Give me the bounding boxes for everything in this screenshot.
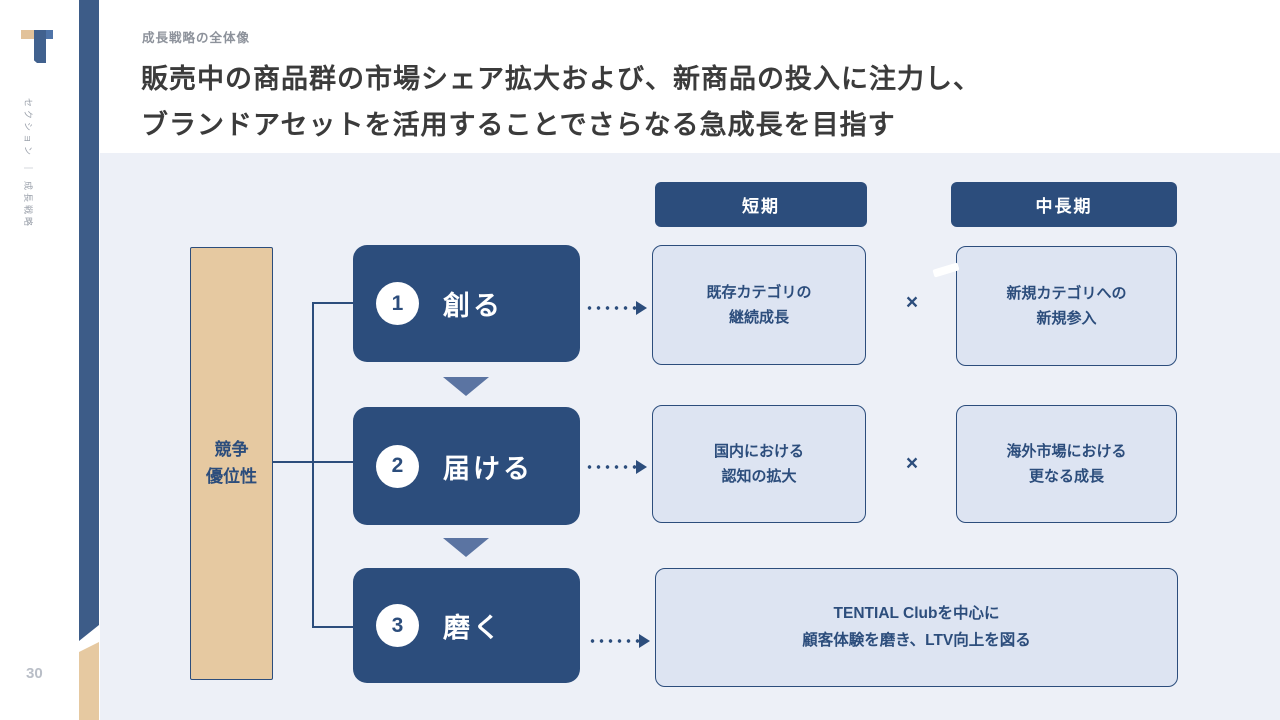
step-label: 届ける [443, 453, 533, 484]
slide-eyebrow: 成長戦略の全体像 [142, 31, 251, 45]
step-number-badge: 1 [376, 282, 419, 325]
step-box-create: 1 創る [353, 245, 580, 362]
connector-line [312, 626, 356, 628]
slide-title-line2: ブランドアセットを活用することでさらなる急成長を目指す [141, 110, 896, 140]
outcome-box-domestic-awareness: 国内における 認知の拡大 [652, 405, 866, 523]
connector-line [312, 302, 354, 304]
multiply-symbol: × [905, 291, 919, 314]
column-header-short-term: 短期 [655, 182, 867, 227]
outcome-box-new-category: 新規カテゴリへの 新規参入 [956, 246, 1177, 366]
outcome-text: 更なる成長 [1028, 468, 1104, 485]
outcome-box-tential-club: TENTIAL Clubを中心に 顧客体験を磨き、LTV向上を図る [655, 568, 1178, 687]
connector-line [312, 461, 354, 463]
dotted-arrow-right-icon [585, 300, 647, 316]
slide-title-line1: 販売中の商品群の市場シェア拡大および、新商品の投入に注力し、 [141, 64, 981, 94]
outcome-box-existing-category: 既存カテゴリの 継続成長 [652, 245, 866, 365]
step-label: 創る [443, 291, 503, 321]
outcome-text: 継続成長 [728, 309, 789, 326]
advantage-label-line2: 優位性 [206, 466, 257, 486]
section-side-label: セクション ｜ 成長戦略 [23, 98, 33, 230]
page-number: 30 [26, 665, 43, 682]
advantage-label-line1: 競争 [214, 440, 249, 460]
outcome-text: 認知の拡大 [721, 468, 797, 485]
brand-logo-icon [34, 30, 46, 63]
outcome-text: 既存カテゴリの [706, 283, 812, 301]
competitive-advantage-box: 競争 優位性 [190, 247, 273, 680]
column-header-mid-long-term: 中長期 [951, 182, 1177, 227]
left-accent-bar-tan [79, 642, 99, 720]
step-box-deliver: 2 届ける [353, 407, 580, 525]
outcome-text: 新規参入 [1036, 310, 1097, 327]
left-accent-bar-navy [79, 0, 99, 641]
dotted-arrow-right-icon [585, 459, 647, 475]
dotted-arrow-right-icon [588, 633, 650, 649]
slide-title: 販売中の商品群の市場シェア拡大および、新商品の投入に注力し、 ブランドアセットを… [141, 56, 981, 148]
outcome-text: 新規カテゴリへの [1006, 284, 1127, 302]
multiply-symbol: × [905, 452, 919, 475]
step-label: 磨く [443, 613, 503, 643]
step-number-badge: 2 [376, 444, 419, 488]
step-box-polish: 3 磨く [353, 568, 580, 683]
outcome-text: 国内における [713, 442, 804, 460]
connector-line [312, 302, 314, 628]
step-number-badge: 3 [376, 604, 419, 647]
outcome-box-overseas-growth: 海外市場における 更なる成長 [956, 405, 1177, 523]
arrow-down-icon [443, 377, 489, 396]
outcome-text: 海外市場における [1006, 442, 1127, 460]
brand-logo-icon [21, 30, 37, 39]
outcome-text: 顧客体験を磨き、LTV向上を図る [802, 631, 1031, 649]
outcome-text: TENTIAL Clubを中心に [833, 605, 1000, 623]
connector-line [273, 461, 313, 463]
arrow-down-icon [443, 538, 489, 557]
